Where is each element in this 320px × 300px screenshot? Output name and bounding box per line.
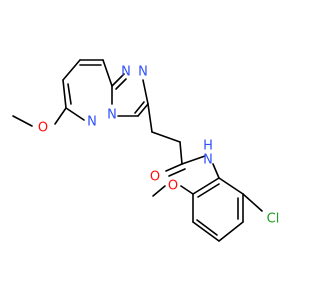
atom-o-methoxy-left: O — [38, 121, 48, 136]
atom-n-triazole-top-right: N — [138, 65, 148, 80]
molecule-structure: N N N N O O H N O Cl — [12, 59, 279, 242]
atom-n-triazole-top-left: N — [121, 65, 131, 80]
bonds — [12, 59, 263, 242]
atom-h-amide: H — [203, 139, 213, 154]
atom-n-amide: N — [203, 153, 213, 168]
atom-n-bridge: N — [107, 108, 117, 123]
atom-o-methoxy-right: O — [168, 179, 178, 194]
molecule-canvas: N N N N O O H N O Cl — [12, 59, 280, 242]
atom-labels: N N N N O O H N O Cl — [38, 65, 279, 227]
atom-o-carbonyl: O — [150, 170, 160, 185]
atom-cl: Cl — [267, 212, 280, 227]
atom-n-pyridazine: N — [87, 115, 97, 130]
